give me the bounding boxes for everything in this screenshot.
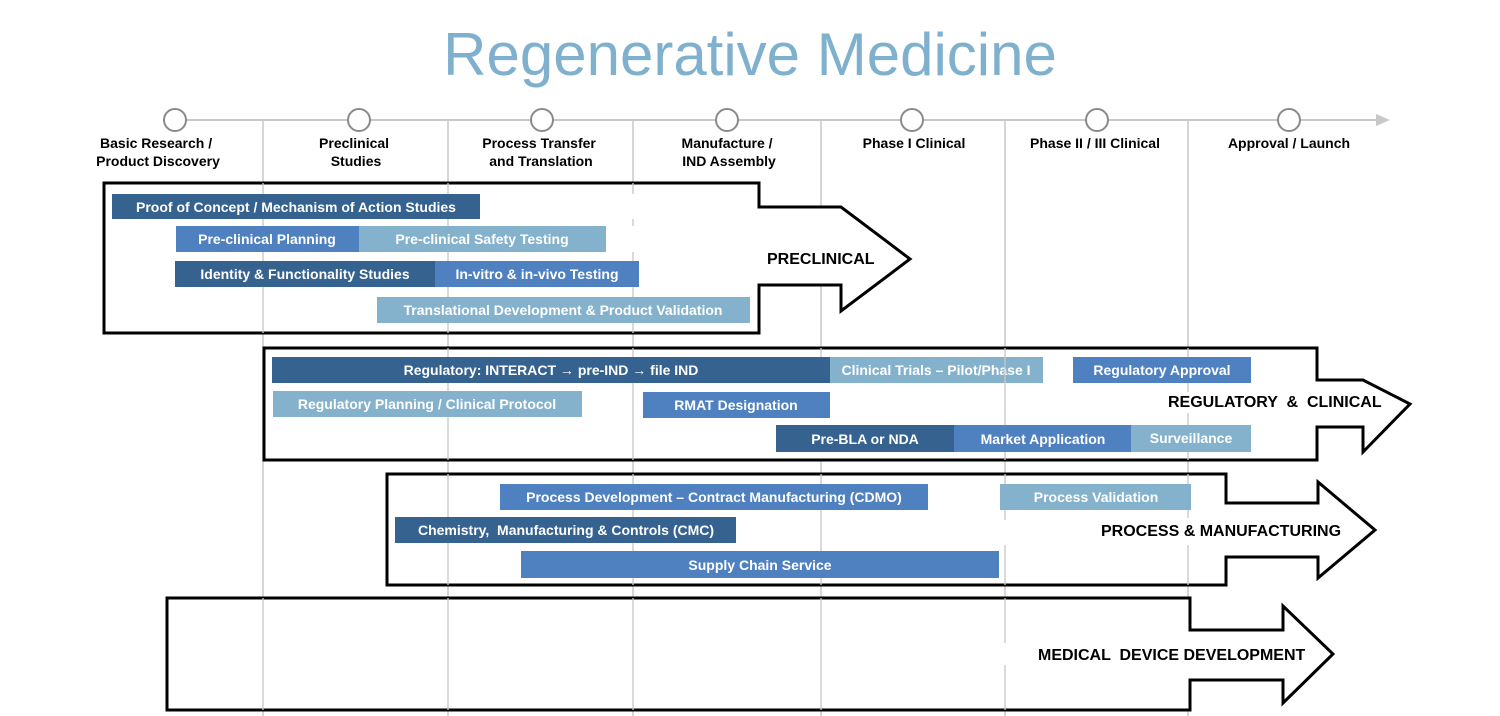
stage-label: Phase II / III Clinical [1030, 135, 1160, 151]
bar-rmat-designation [643, 392, 830, 418]
milestone-dot [900, 108, 924, 132]
medical-device-section: MEDICAL DEVICE DEVELOPMENT [165, 596, 1336, 712]
bar-identity-functionality [175, 261, 435, 287]
bar-label: Pre-BLA or NDA [811, 431, 919, 447]
bar-label: Regulatory Approval [1093, 362, 1230, 378]
regulatory-clinical-label: REGULATORY & CLINICAL [1168, 394, 1382, 411]
milestone-dot [163, 108, 187, 132]
stage-labels: Basic Research / Product Discovery Precl… [96, 135, 1350, 169]
stage-grid-overlay [262, 183, 1189, 710]
bar-label: Translational Development & Product Vali… [404, 302, 723, 318]
stage-label: Preclinical Studies [319, 135, 393, 169]
bar-label: In-vitro & in-vivo Testing [455, 266, 618, 282]
bar-invitro-invivo-testing [435, 261, 639, 287]
bar-regulatory-interact [272, 357, 830, 383]
stage-label: Phase I Clinical [863, 135, 966, 151]
preclinical-label: PRECLINICAL [767, 251, 875, 268]
bar-pre-bla-nda [776, 425, 954, 452]
bar-market-application [954, 425, 1131, 452]
bar-label: Identity & Functionality Studies [200, 266, 409, 282]
bar-label: Pre-clinical Planning [198, 231, 336, 247]
bar-proof-of-concept [112, 194, 480, 219]
bar-supply-chain-service [521, 551, 999, 578]
bar-regulatory-planning [273, 391, 582, 417]
medical-device-label: MEDICAL DEVICE DEVELOPMENT [1038, 647, 1306, 664]
bar-label: Regulatory Planning / Clinical Protocol [298, 396, 556, 412]
stage-label: Approval / Launch [1228, 135, 1350, 151]
bar-process-validation [1000, 484, 1191, 510]
bar-regulatory-approval [1073, 357, 1251, 383]
bar-label: Pre-clinical Safety Testing [395, 231, 568, 247]
timeline [163, 108, 1390, 132]
bar-process-development-cdmo [500, 484, 928, 510]
bar-label: Process Validation [1034, 489, 1159, 505]
stage-label: Basic Research / Product Discovery [96, 135, 220, 169]
bar-clinical-trials-pilot [830, 357, 1043, 383]
diagram-title: Regenerative Medicine [443, 21, 1057, 88]
milestone-dot [530, 108, 554, 132]
process-manufacturing-label: PROCESS & MANUFACTURING [1101, 523, 1341, 540]
bar-label: Clinical Trials – Pilot/Phase I [841, 362, 1030, 378]
preclinical-section: PRECLINICAL Proof of Concept / Mechanism… [102, 181, 913, 335]
bar-preclinical-planning [176, 226, 359, 252]
preclinical-arrow [102, 181, 913, 335]
medical-device-arrow [165, 596, 1336, 712]
bar-label: RMAT Designation [674, 397, 797, 413]
bar-label: Surveillance [1150, 430, 1233, 446]
milestone-dot [347, 108, 371, 132]
stage-label: Process Transfer and Translation [482, 135, 600, 169]
milestone-dot [715, 108, 739, 132]
bar-label: Market Application [981, 431, 1106, 447]
bar-label: Regulatory: INTERACT → pre-IND → file IN… [404, 362, 699, 378]
bar-label: Proof of Concept / Mechanism of Action S… [136, 199, 456, 215]
milestone-dot [1277, 108, 1301, 132]
process-manufacturing-section: PROCESS & MANUFACTURING Process Developm… [385, 472, 1378, 587]
timeline-arrowhead [1376, 114, 1390, 126]
bar-surveillance [1131, 425, 1251, 452]
stage-label: Manufacture / IND Assembly [682, 135, 777, 169]
bar-label: Chemistry, Manufacturing & Controls (CMC… [418, 522, 714, 538]
bar-translational-development [377, 297, 750, 323]
bar-label: Process Development – Contract Manufactu… [526, 489, 902, 505]
bar-label: Supply Chain Service [688, 557, 831, 573]
bar-cmc [395, 517, 736, 543]
bar-preclinical-safety-testing [359, 226, 606, 252]
regulatory-clinical-section: REGULATORY & CLINICAL Regulatory: INTERA… [262, 346, 1413, 462]
milestone-dot [1085, 108, 1109, 132]
